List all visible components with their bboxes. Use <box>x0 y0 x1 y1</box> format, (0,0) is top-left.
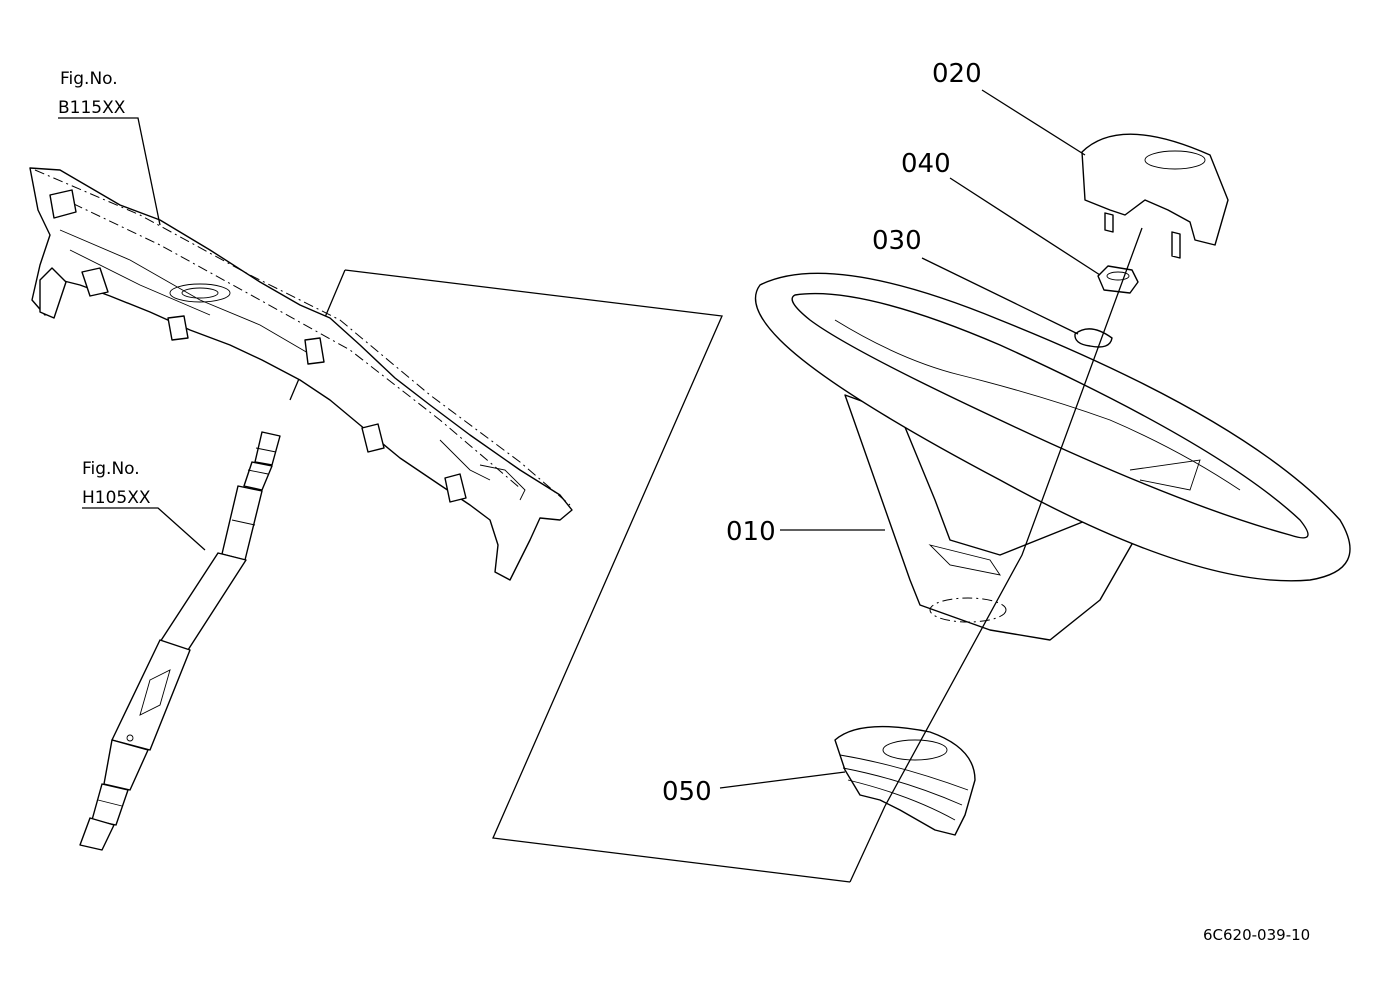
leader-050 <box>719 771 846 789</box>
spring-cover <box>834 725 976 836</box>
leader-020 <box>981 89 1086 156</box>
fig-ref-1-code: B115XX <box>58 98 126 118</box>
callout-040: 040 <box>901 149 951 179</box>
fig-ref-2-code: H105XX <box>82 488 151 508</box>
leader-h105xx <box>82 507 206 551</box>
reference-frame-bottom-link <box>849 805 886 883</box>
nut <box>1097 265 1139 294</box>
fig-ref-2-prefix: Fig.No. <box>82 459 140 479</box>
steering-cap <box>1081 133 1229 259</box>
leader-030 <box>921 257 1079 335</box>
callout-050: 050 <box>662 777 712 807</box>
leader-040 <box>949 177 1101 276</box>
washer <box>1074 328 1113 348</box>
steering-wheel <box>754 272 1351 641</box>
callout-030: 030 <box>872 226 922 256</box>
fig-ref-1-prefix: Fig.No. <box>60 69 118 89</box>
assembly-axis-line <box>884 227 1143 807</box>
steering-shaft <box>79 431 281 851</box>
leader-b115xx <box>58 117 161 226</box>
steering-column-panel <box>29 167 573 581</box>
drawing-id: 6C620-039-10 <box>1203 926 1310 944</box>
callout-020: 020 <box>932 59 982 89</box>
callout-010: 010 <box>726 517 776 547</box>
reference-frame-line <box>344 269 851 883</box>
